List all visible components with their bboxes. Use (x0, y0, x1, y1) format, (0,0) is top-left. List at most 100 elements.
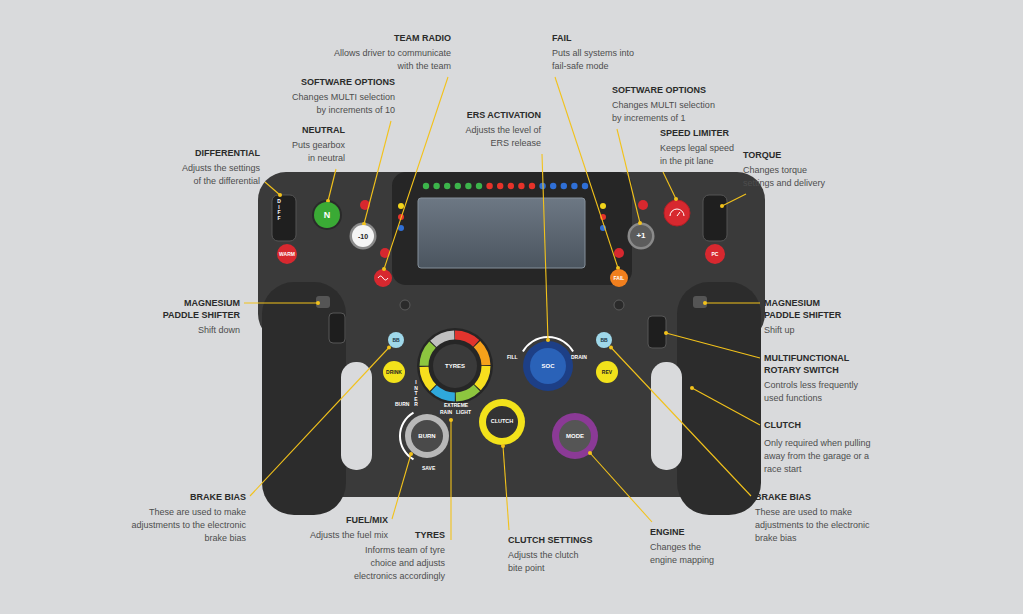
callout-description: Changes the engine mapping (650, 541, 718, 567)
wheel-button: BURN (411, 420, 443, 452)
callout-description: These are used to make adjustments to th… (755, 506, 877, 545)
callout: CLUTCH SETTINGSAdjusts the clutch bite p… (508, 534, 593, 575)
shift-light (571, 183, 577, 189)
leader-line (244, 302, 318, 303)
callout-heading: BRAKE BIAS (755, 491, 811, 503)
callout-heading: MULTIFUNCTIONAL ROTARY SWITCH (764, 352, 864, 376)
callout-description: Shift down (160, 324, 240, 337)
callout-description: Changes torque settings and delivery (743, 164, 831, 190)
leader-dot (382, 267, 386, 271)
leader-dot (720, 204, 724, 208)
callout: NEUTRALPuts gearbox in neutral (288, 124, 345, 165)
tyre-dial-ring (424, 335, 486, 397)
callout-description: Changes MULTI selection by increments of… (612, 99, 720, 125)
leader-line (503, 446, 509, 530)
control-marking: FILL (507, 354, 518, 360)
clutch-dial-ring (479, 399, 525, 445)
leader-dot (501, 444, 505, 448)
shift-light (497, 183, 503, 189)
speed-limiter-icon (670, 209, 684, 216)
shift-light (433, 183, 439, 189)
callout-heading: FAIL (552, 32, 572, 44)
callout: TORQUE Changes torque settings and delive… (743, 149, 831, 190)
display-housing (392, 172, 632, 285)
small-button (614, 300, 624, 310)
wheel-button: WARM (277, 244, 297, 264)
callout-heading: TORQUE (743, 149, 781, 161)
small-button (638, 200, 648, 210)
control-marking: DIFF (277, 199, 281, 221)
wheel-button: TYRES (433, 344, 477, 388)
callout: SOFTWARE OPTIONS Changes MULTI selection … (612, 84, 720, 125)
leader-dots (278, 193, 724, 456)
radio-button (374, 269, 392, 287)
callout-description: Informs team of tyre choice and adjusts … (347, 544, 445, 583)
button-bezel (350, 223, 377, 250)
shift-light (423, 183, 429, 189)
tyre-ring-segment (424, 335, 486, 397)
control-marking: INTER (414, 380, 418, 408)
tyre-ring-segment (424, 335, 486, 397)
callout: TYRES Informs team of tyre choice and adj… (347, 529, 445, 583)
callout-heading: CLUTCH (764, 419, 801, 431)
callout-heading: DIFFERENTIAL (195, 147, 260, 159)
wheel-button: N (314, 202, 340, 228)
button-label: FAIL (614, 276, 625, 281)
leader-dot (703, 301, 707, 305)
button-label: MODE (566, 433, 584, 439)
leader-dot (690, 386, 694, 390)
rotary-switch (272, 195, 296, 241)
callout-description: Changes MULTI selection by increments of… (287, 91, 395, 117)
callout-heading: SPEED LIMITER (660, 127, 729, 139)
warning-light (600, 203, 606, 209)
wheel-button: MODE (559, 420, 591, 452)
callout-heading: TYRES (415, 529, 445, 541)
paddle-shifter (316, 296, 330, 308)
leader-line (328, 169, 336, 201)
callout-description: Only required when pulling away from the… (764, 437, 879, 476)
button-label: +1 (636, 232, 645, 240)
callout: BRAKE BIASThese are used to make adjustm… (124, 491, 246, 545)
leader-line (392, 454, 411, 519)
button-label: REV (602, 370, 612, 375)
button-label: N (324, 211, 331, 220)
callout-description: Shift up (764, 324, 844, 337)
shift-lights (423, 183, 588, 189)
small-button (400, 300, 410, 310)
callout-description: Adjusts the fuel mix (298, 529, 388, 542)
callout-description: Adjusts the clutch bite point (508, 549, 586, 575)
callout: DIFFERENTIALAdjusts the settings of the … (178, 147, 260, 188)
button-label: SOC (541, 363, 554, 369)
wheel-button: -10 (352, 225, 374, 247)
callout-heading: SOFTWARE OPTIONS (301, 76, 395, 88)
shift-light (444, 183, 450, 189)
callout: MAGNESIUM PADDLE SHIFTERShift down (155, 297, 240, 337)
callout: SOFTWARE OPTIONS Changes MULTI selection … (287, 76, 395, 117)
callout-description: Allows driver to communicate with the te… (327, 47, 451, 73)
leader-line (450, 420, 451, 540)
radio-icon (378, 276, 388, 280)
button-label: BURN (418, 433, 435, 439)
leader-line (617, 129, 640, 223)
callout-heading: SOFTWARE OPTIONS (612, 84, 706, 96)
shift-light (518, 183, 524, 189)
callout-heading: ENGINE (650, 526, 685, 538)
callout: ERS ACTIVATIONAdjusts the level of ERS r… (459, 109, 541, 150)
tyre-ring-segment (424, 335, 486, 397)
wheel-body (300, 290, 723, 497)
leader-dot (316, 301, 320, 305)
callout-heading: MAGNESIUM PADDLE SHIFTER (764, 297, 849, 321)
burn-dial-ring (405, 414, 449, 458)
callout-description: Keeps legal speed in the pit lane (660, 142, 738, 168)
callout-heading: FUEL/MIX (346, 514, 388, 526)
leader-dot (588, 451, 592, 455)
control-marking: RAIN (440, 409, 452, 415)
button-label: BB (600, 338, 607, 343)
button-label: WARM (279, 252, 295, 257)
button-bezel (312, 200, 342, 230)
wheel-button: DRINK (383, 361, 405, 383)
wheel-button: PC (705, 244, 725, 264)
rotary-switch (329, 313, 345, 343)
leader-line (265, 182, 280, 195)
callout: MAGNESIUM PADDLE SHIFTER Shift up (764, 297, 849, 337)
